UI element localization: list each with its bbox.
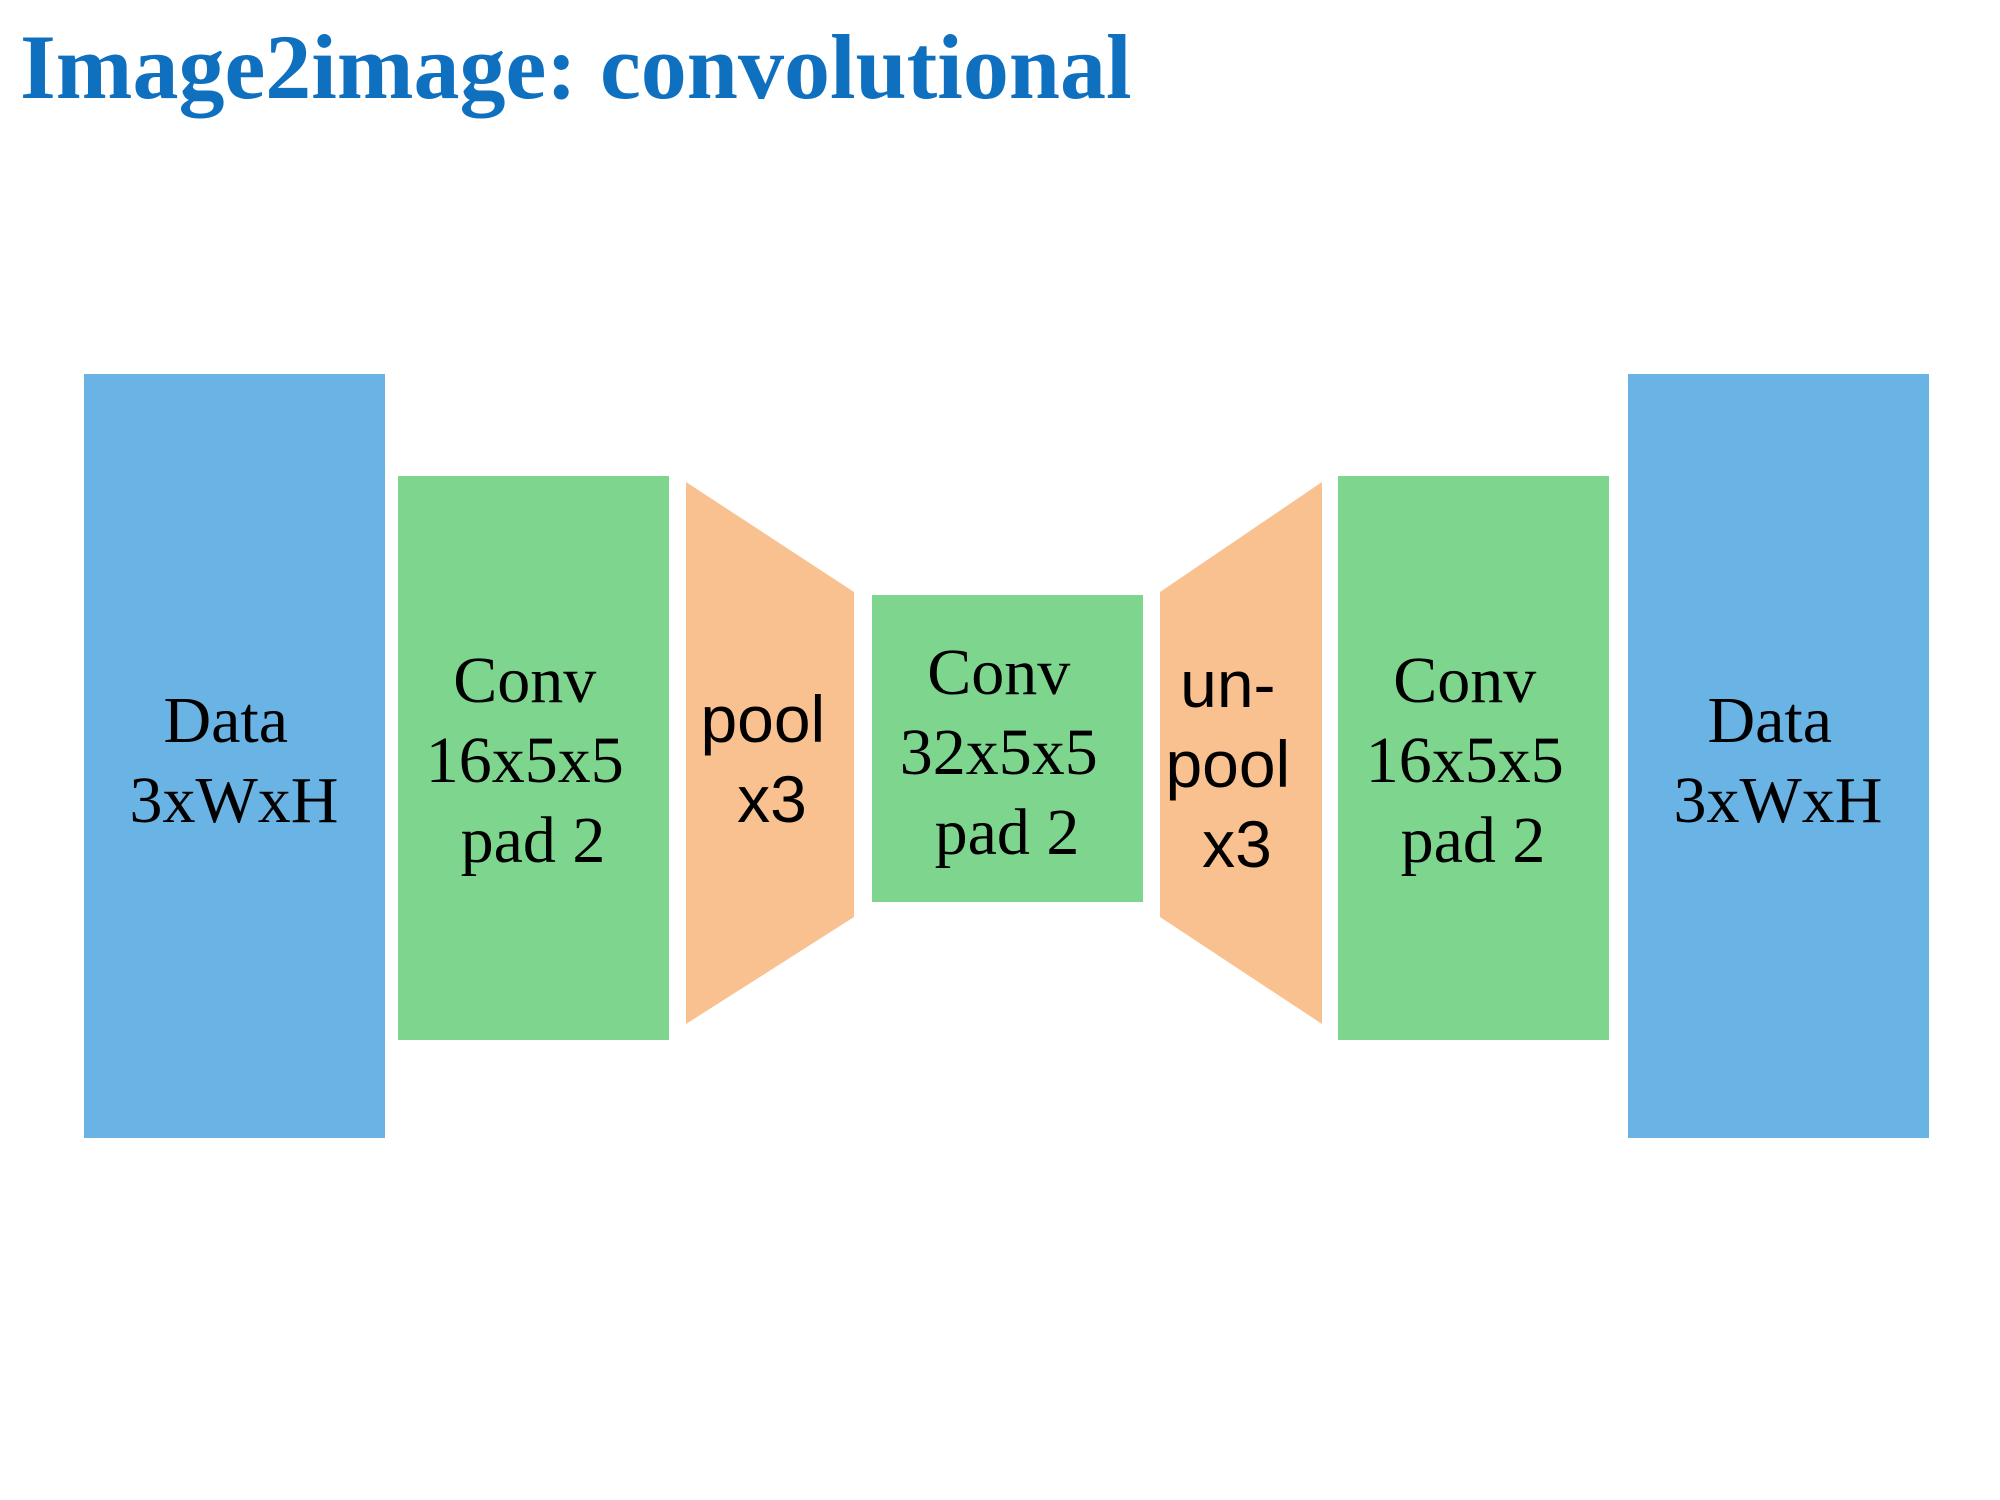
conv2-block: Conv 32x5x5 pad 2 <box>872 595 1143 902</box>
input-data-shape-label: 3xWxH <box>130 764 339 837</box>
conv1-block: Conv 16x5x5 pad 2 <box>398 476 669 1040</box>
svg-text:Data 3xWxH: Data 3xWxH <box>130 684 339 837</box>
output-data-label: Data <box>1707 684 1832 757</box>
output-data-shape <box>1628 374 1929 1138</box>
svg-text:Conv 16x5x5 pad 2: Conv 16x5x5 pad 2 <box>1366 644 1581 877</box>
input-data-shape <box>84 374 385 1138</box>
output-data-block: Data 3xWxH <box>1628 374 1929 1138</box>
output-data-shape-label: 3xWxH <box>1674 764 1883 837</box>
slide-title: Image2image: convolutional <box>20 16 1132 118</box>
conv1-pad-label: pad 2 <box>461 804 606 877</box>
conv1-type-label: Conv <box>453 644 596 717</box>
conv3-pad-label: pad 2 <box>1401 804 1546 877</box>
svg-text:un- pool x3: un- pool x3 <box>1165 647 1308 881</box>
unpool-label: pool <box>1165 727 1290 801</box>
conv3-type-label: Conv <box>1393 644 1536 717</box>
conv3-block: Conv 16x5x5 pad 2 <box>1338 476 1609 1040</box>
pool-factor-label: x3 <box>737 762 807 836</box>
conv3-shape <box>1338 476 1609 1040</box>
svg-text:Data 3xWxH: Data 3xWxH <box>1674 684 1883 837</box>
svg-text:Conv 32x5x5 pad 2: Conv 32x5x5 pad 2 <box>900 636 1115 869</box>
unpool-factor-label: x3 <box>1202 807 1272 881</box>
conv2-pad-label: pad 2 <box>935 796 1080 869</box>
pool-label: pool <box>700 682 825 756</box>
unpool-shape <box>1160 482 1322 1024</box>
unpool-prefix-label: un- <box>1180 647 1275 721</box>
svg-text:pool x3: pool x3 <box>700 682 843 836</box>
input-data-block: Data 3xWxH <box>84 374 385 1138</box>
conv3-filter-label: 16x5x5 <box>1366 724 1564 797</box>
conv1-shape <box>398 476 669 1040</box>
conv2-type-label: Conv <box>927 636 1070 709</box>
conv2-shape <box>872 595 1143 902</box>
pool-shape <box>686 482 854 1024</box>
conv1-filter-label: 16x5x5 <box>426 724 624 797</box>
pool-block: pool x3 <box>686 482 854 1024</box>
input-data-label: Data <box>163 684 288 757</box>
conv2-filter-label: 32x5x5 <box>900 716 1098 789</box>
unpool-block: un- pool x3 <box>1160 482 1322 1024</box>
svg-text:Conv 16x5x5 pad 2: Conv 16x5x5 pad 2 <box>426 644 641 877</box>
